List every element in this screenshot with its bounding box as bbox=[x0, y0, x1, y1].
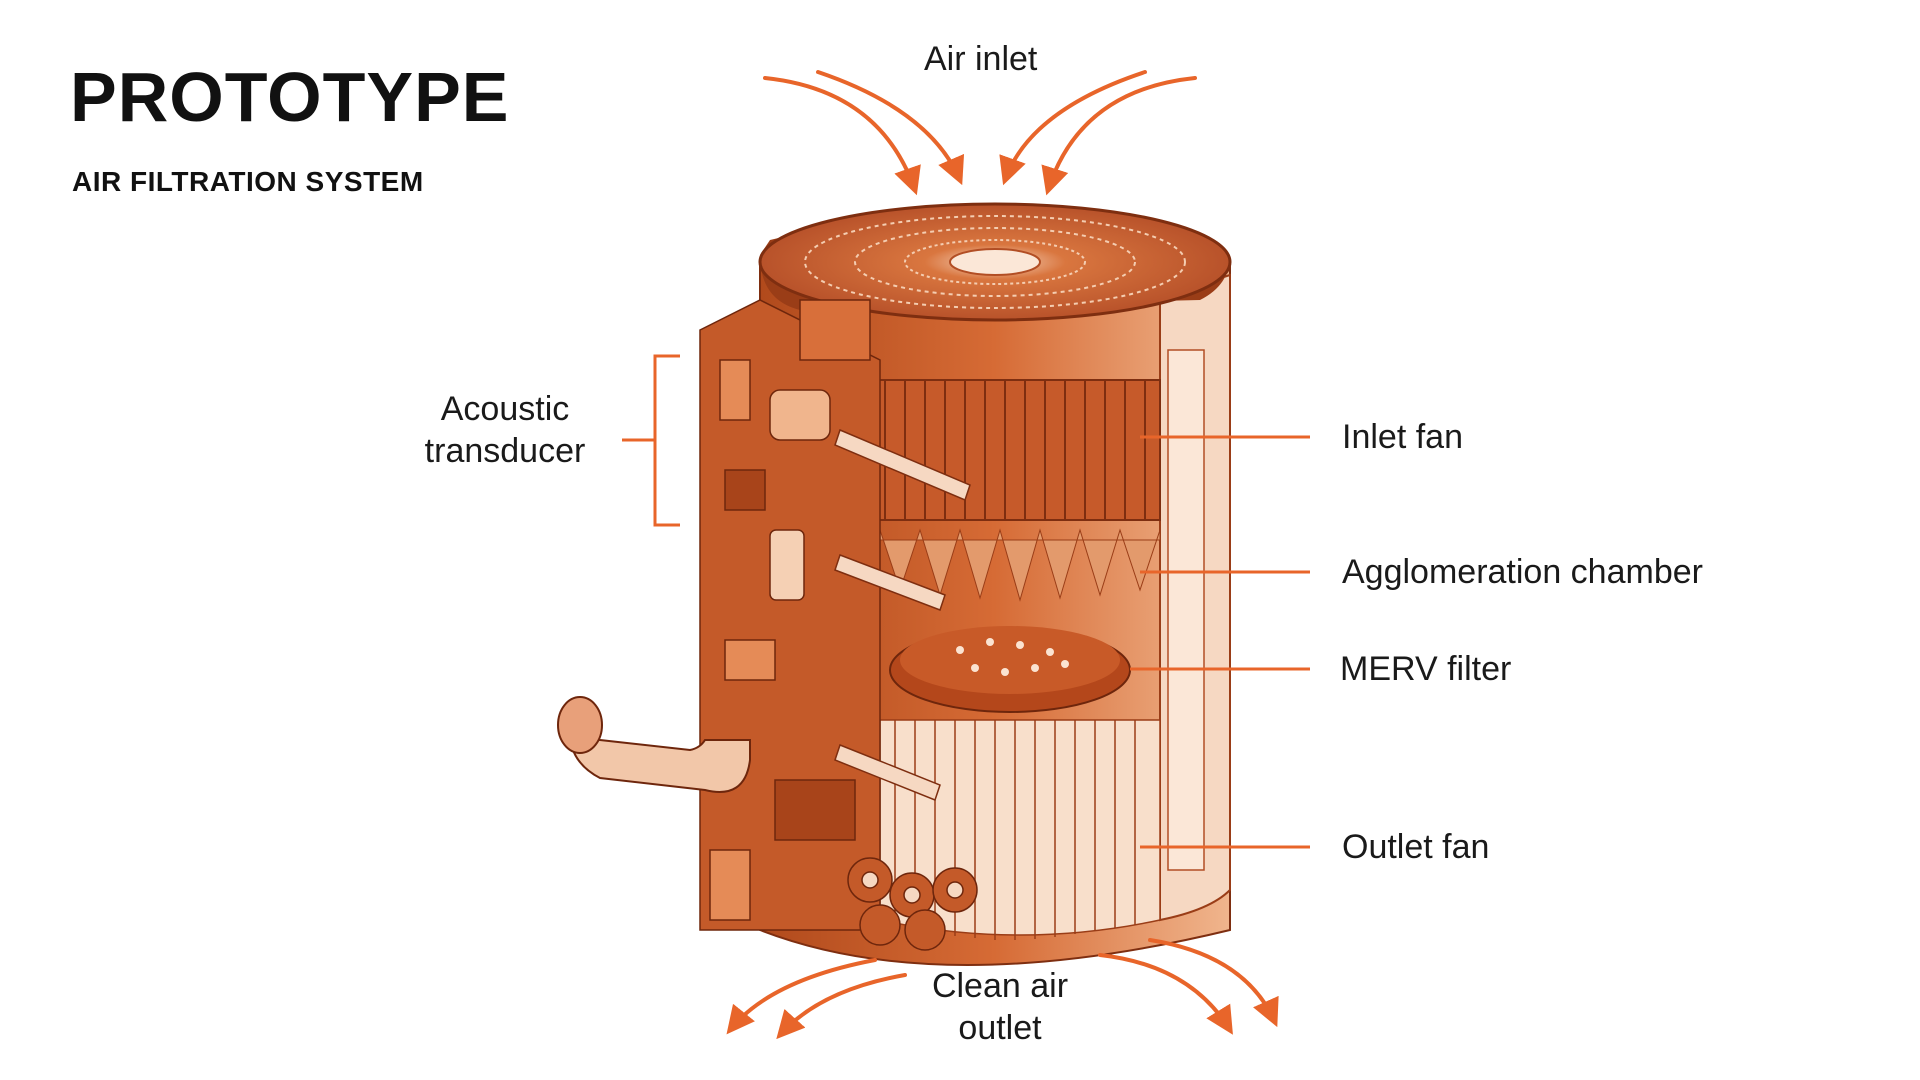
label-clean-air-line2: outlet bbox=[958, 1009, 1042, 1047]
leader-lines bbox=[622, 354, 1310, 849]
inlet-fan-blades bbox=[869, 379, 1161, 521]
inlet-arrow-4 bbox=[1041, 76, 1197, 196]
inlet-arrow-3 bbox=[999, 70, 1147, 186]
outlet-arrow-2 bbox=[776, 973, 907, 1040]
label-agglomeration-chamber: Agglomeration chamber bbox=[1342, 553, 1703, 591]
agglomeration-spikes bbox=[879, 528, 1161, 602]
label-acoustic-line1: Acoustic bbox=[440, 390, 570, 428]
outlet-arrow-4 bbox=[1148, 938, 1279, 1028]
side-pipe bbox=[557, 696, 751, 793]
support-rods bbox=[834, 428, 971, 801]
outlet-arrow-3 bbox=[1098, 953, 1233, 1035]
label-merv-filter: MERV filter bbox=[1340, 650, 1512, 688]
merv-filter-disc bbox=[889, 626, 1131, 713]
outlet-arrows bbox=[726, 938, 1279, 1040]
label-air-inlet: Air inlet bbox=[924, 40, 1038, 78]
label-acoustic-line2: transducer bbox=[424, 432, 586, 470]
inlet-arrow-2 bbox=[816, 70, 965, 186]
air-inlet-arrows bbox=[763, 70, 1197, 196]
inlet-arrow-1 bbox=[763, 76, 921, 196]
device-lid bbox=[758, 202, 1232, 322]
page-title: PROTOTYPE bbox=[70, 58, 510, 136]
electronics-panel bbox=[699, 299, 881, 931]
label-acoustic-transducer: Acoustic transducer bbox=[410, 388, 600, 472]
acoustic-bracket bbox=[622, 354, 680, 527]
label-inlet-fan: Inlet fan bbox=[1342, 418, 1463, 456]
bottom-fans bbox=[847, 857, 978, 951]
device-illustration bbox=[557, 202, 1232, 966]
label-clean-air-line1: Clean air bbox=[931, 967, 1069, 1005]
page-subtitle: AIR FILTRATION SYSTEM bbox=[72, 166, 424, 197]
label-clean-air-outlet: Clean air outlet bbox=[905, 965, 1095, 1049]
outlet-arrow-1 bbox=[726, 958, 877, 1035]
label-outlet-fan: Outlet fan bbox=[1342, 828, 1490, 866]
device-inner-tube bbox=[1167, 349, 1205, 871]
